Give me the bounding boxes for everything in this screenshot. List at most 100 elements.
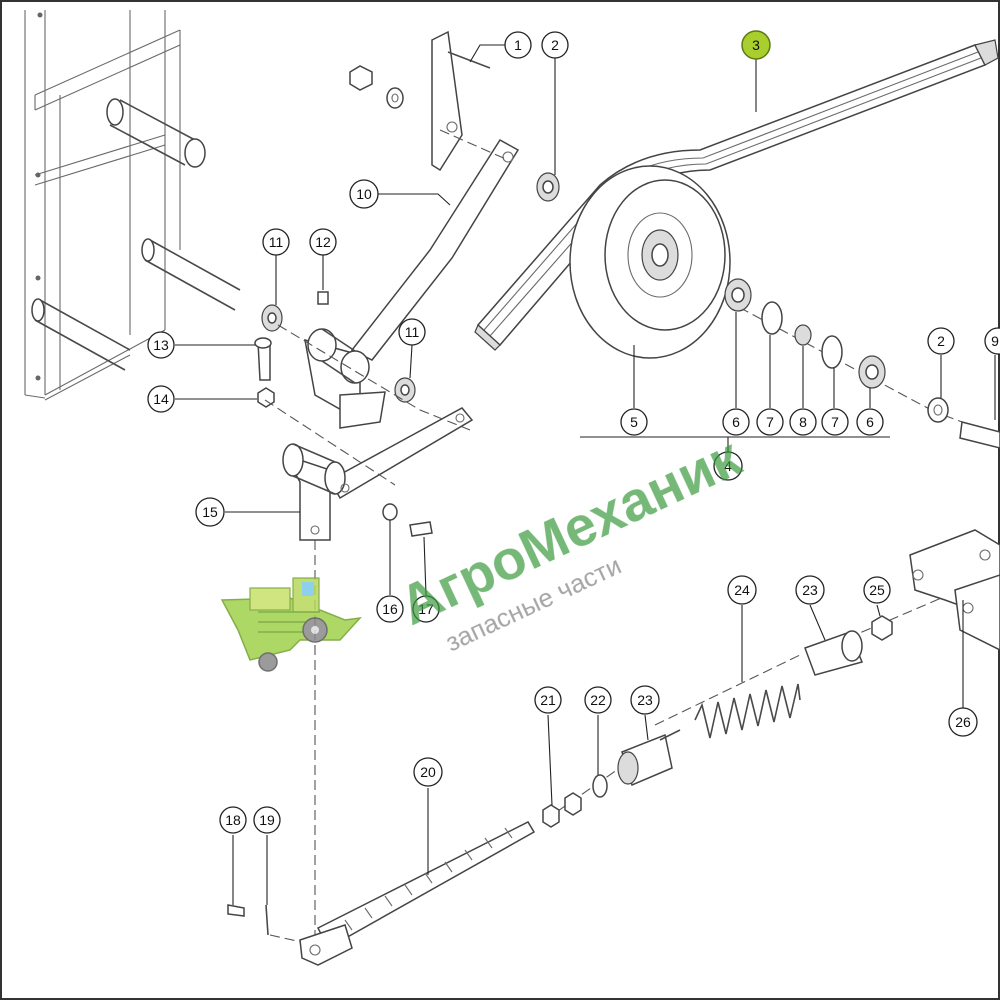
svg-text:6: 6 [866,414,874,430]
callout-22[interactable]: 22 [584,686,612,714]
washer-top [386,87,404,109]
svg-text:2: 2 [551,37,559,53]
grease-nipple [317,291,329,305]
callout-6-left[interactable]: 6 [722,408,750,436]
snap-ring-7b [821,335,843,369]
callout-11-left[interactable]: 11 [262,228,290,256]
nut-25 [871,615,893,641]
callout-23-bottom[interactable]: 23 [630,685,660,715]
bearing-6a [724,278,752,312]
bracket-26 [909,529,1000,651]
combine-harvester-icon [220,577,362,672]
callout-26[interactable]: 26 [948,707,978,737]
svg-text:26: 26 [955,714,971,730]
svg-text:5: 5 [630,414,638,430]
svg-text:2: 2 [937,333,945,349]
svg-text:23: 23 [637,692,653,708]
spring-24 [694,683,801,739]
callout-14[interactable]: 14 [147,385,175,413]
machine-frame [24,10,241,401]
watermark-brand: АгроМеханик [390,424,751,637]
svg-text:15: 15 [202,504,218,520]
callout-8[interactable]: 8 [789,408,817,436]
callout-4[interactable]: 4 [713,451,743,481]
callouts: 1 2 3 10 11 12 13 14 11 15 16 17 5 6 7 8… [147,30,1000,834]
frame-shaft-lower [31,298,131,371]
callout-25[interactable]: 25 [863,576,891,604]
nut-14 [257,387,275,408]
svg-text:16: 16 [382,601,398,617]
bushing-right [394,377,416,403]
callout-6-right[interactable]: 6 [856,408,884,436]
svg-text:3: 3 [752,37,760,53]
svg-text:24: 24 [734,582,750,598]
svg-text:22: 22 [590,692,606,708]
pin-18 [227,904,245,917]
svg-text:18: 18 [225,812,241,828]
svg-text:10: 10 [356,186,372,202]
lower-lever [282,407,474,541]
callout-1[interactable]: 1 [504,31,532,59]
svg-text:21: 21 [540,692,556,708]
svg-text:1: 1 [514,37,522,53]
callout-13[interactable]: 13 [147,331,175,359]
svg-text:12: 12 [315,234,331,250]
svg-text:4: 4 [724,458,732,474]
svg-text:11: 11 [269,234,284,250]
bolt-13 [254,337,272,381]
callout-15[interactable]: 15 [195,497,225,527]
washer-22 [592,774,608,798]
callout-2-right[interactable]: 2 [927,327,955,355]
tension-arm [350,139,520,361]
bolt-17 [409,521,433,537]
svg-text:25: 25 [869,582,885,598]
spacer-8 [794,324,812,346]
callout-23-top[interactable]: 23 [795,575,825,605]
washer-2b [927,397,949,423]
callout-5[interactable]: 5 [620,408,648,436]
callout-12[interactable]: 12 [309,228,337,256]
frame-shaft-middle [141,238,241,311]
callout-17[interactable]: 17 [412,595,440,623]
svg-text:7: 7 [766,414,774,430]
frame-shaft-upper [106,98,206,168]
svg-text:19: 19 [259,812,275,828]
callout-7-right[interactable]: 7 [821,408,849,436]
pulley [569,165,731,359]
svg-text:13: 13 [153,337,169,353]
svg-text:8: 8 [799,414,807,430]
svg-text:11: 11 [405,324,420,340]
callout-24[interactable]: 24 [727,575,757,605]
snap-ring-7a [761,301,783,335]
callout-7-left[interactable]: 7 [756,408,784,436]
callout-21[interactable]: 21 [534,686,562,714]
spring-seat-23b [617,729,681,787]
bushing-left [261,304,283,332]
bracket-assembly [304,328,386,429]
svg-text:9: 9 [991,333,999,349]
callout-11-right[interactable]: 11 [398,318,426,346]
svg-text:17: 17 [418,601,434,617]
callout-9[interactable]: 9 [984,327,1000,355]
bearing-6b [858,355,886,389]
callout-20[interactable]: 20 [413,757,443,787]
callout-19[interactable]: 19 [253,806,281,834]
mounting-plate [431,30,463,172]
callout-2[interactable]: 2 [541,31,569,59]
leader-lines [175,44,996,905]
svg-text:23: 23 [802,582,818,598]
nuts-21 [542,792,582,828]
callout-10[interactable]: 10 [349,179,379,209]
callout-16[interactable]: 16 [376,595,404,623]
cotter-19 [265,904,269,936]
callout-3-highlighted[interactable]: 3 [741,30,771,60]
washer-16 [382,503,398,521]
svg-text:6: 6 [732,414,740,430]
callout-18[interactable]: 18 [219,806,247,834]
nut-top [349,65,373,91]
threaded-rod-20 [299,821,536,966]
svg-text:20: 20 [420,764,436,780]
pin [447,51,491,69]
